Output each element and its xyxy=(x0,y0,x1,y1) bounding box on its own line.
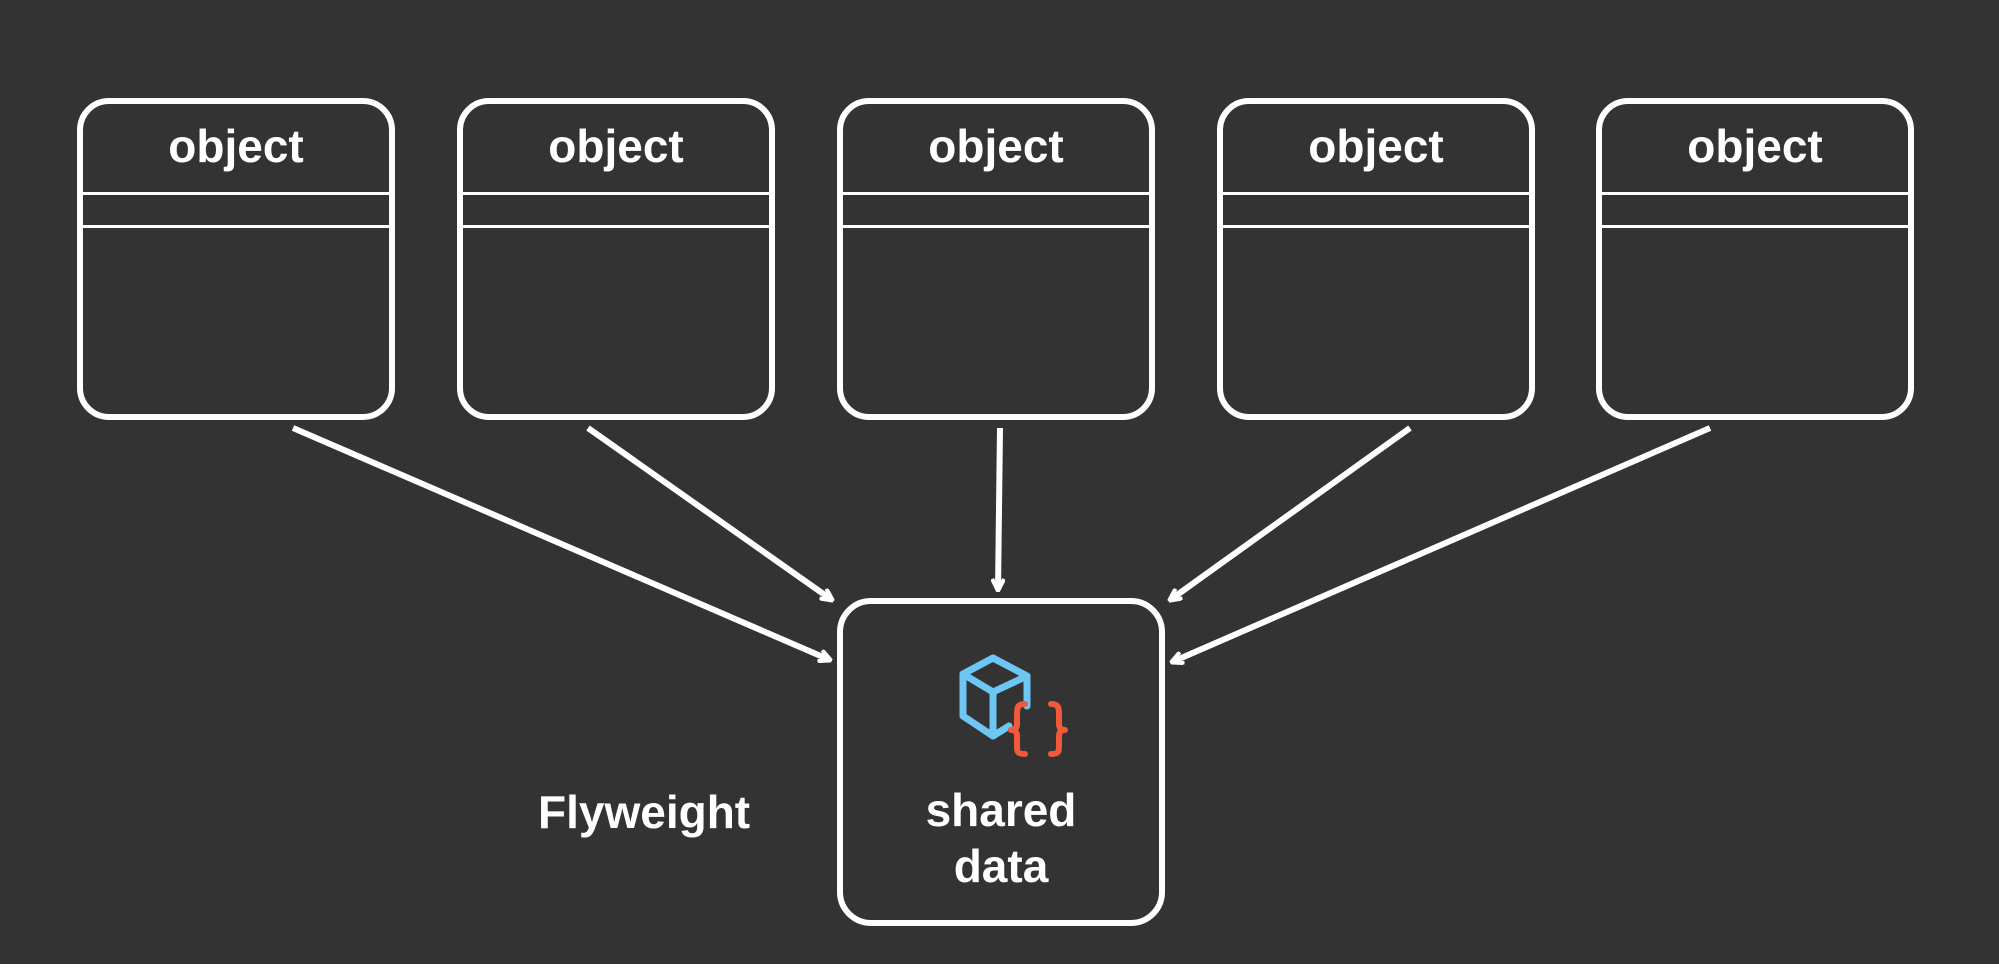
object-divider xyxy=(1602,225,1908,228)
arrow-object-5-to-shared xyxy=(1172,425,1712,662)
object-divider xyxy=(843,225,1149,228)
object-divider xyxy=(843,192,1149,195)
arrow-object-2-to-shared xyxy=(586,425,832,600)
object-title: object xyxy=(548,120,684,172)
bottom-border xyxy=(0,964,1999,974)
pattern-label: Flyweight xyxy=(538,786,751,838)
object-box-2: object xyxy=(457,98,775,420)
shared-label-line-2: data xyxy=(953,840,1049,892)
shared-label-line-1: shared xyxy=(925,784,1077,836)
object-divider xyxy=(1223,192,1529,195)
object-divider xyxy=(83,225,389,228)
object-divider xyxy=(1602,192,1908,195)
object-box-4: object xyxy=(1217,98,1535,420)
object-title: object xyxy=(1687,120,1823,172)
shared-data-box: shared data xyxy=(837,598,1165,926)
object-box-5: object xyxy=(1596,98,1914,420)
object-box-3: object xyxy=(837,98,1155,420)
object-title: object xyxy=(168,120,304,172)
object-title: object xyxy=(928,120,1064,172)
object-divider xyxy=(83,192,389,195)
shared-data-label: shared data xyxy=(843,782,1159,894)
object-title: object xyxy=(1308,120,1444,172)
object-box-1: object xyxy=(77,98,395,420)
arrow-object-3-to-shared xyxy=(998,427,1000,590)
object-divider xyxy=(463,192,769,195)
arrow-object-1-to-shared xyxy=(291,425,830,660)
object-divider xyxy=(463,225,769,228)
object-divider xyxy=(1223,225,1529,228)
cube-code-icon xyxy=(959,654,1068,757)
arrow-object-4-to-shared xyxy=(1170,425,1412,600)
